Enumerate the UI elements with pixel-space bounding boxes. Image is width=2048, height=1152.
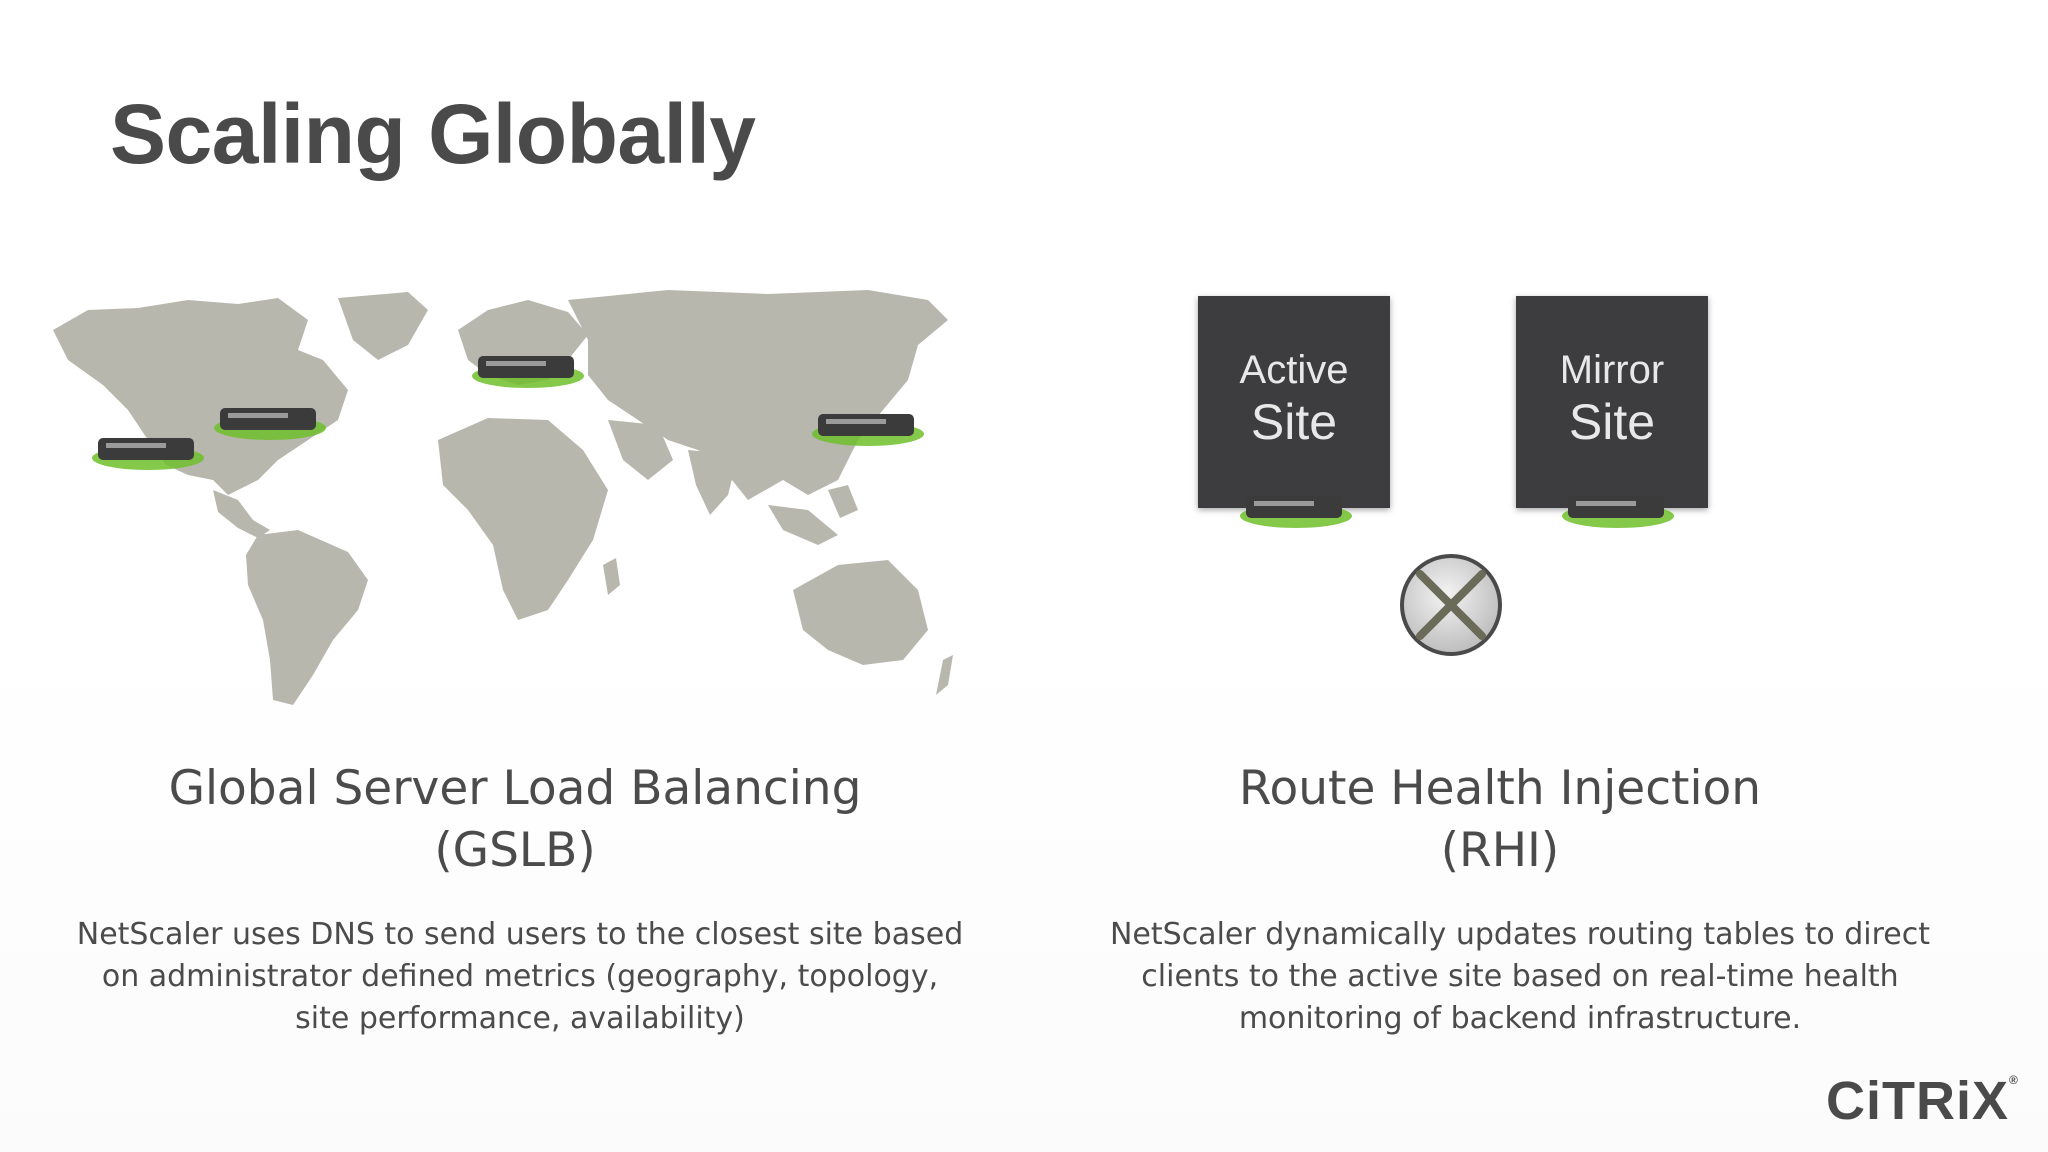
world-map — [48, 290, 958, 710]
active-site-box: Active Site — [1198, 296, 1390, 508]
appliance-icon-active-site — [1236, 486, 1356, 530]
active-site-label-line1: Active — [1239, 348, 1349, 392]
rhi-description: NetScaler dynamically updates routing ta… — [1060, 914, 1980, 1040]
slide-title: Scaling Globally — [110, 87, 756, 181]
appliance-icon-north-america-west — [88, 428, 208, 472]
mirror-site-label-line1: Mirror — [1559, 348, 1665, 392]
rhi-heading-line2: (RHI) — [1440, 823, 1560, 878]
x-circle-icon — [1398, 552, 1504, 658]
appliance-icon-north-america-east — [210, 398, 330, 442]
gslb-description-line3: site performance, availability) — [295, 1001, 745, 1036]
citrix-logo-mark: ® — [2009, 1073, 2019, 1087]
gslb-heading-line1: Global Server Load Balancing — [168, 761, 862, 816]
rhi-description-line1: NetScaler dynamically updates routing ta… — [1109, 917, 1930, 952]
gslb-description-line2: on administrator defined metrics (geogra… — [101, 959, 939, 994]
gslb-description: NetScaler uses DNS to send users to the … — [60, 914, 980, 1040]
gslb-description-line1: NetScaler uses DNS to send users to the … — [76, 917, 964, 952]
citrix-logo: CiTRiX® — [1826, 1074, 2019, 1128]
rhi-heading: Route Health Injection (RHI) — [1060, 758, 1940, 882]
mirror-site-box: Mirror Site — [1516, 296, 1708, 508]
appliance-icon-mirror-site — [1558, 486, 1678, 530]
active-site-label-line2: Site — [1250, 394, 1338, 450]
citrix-logo-text: CiTRiX — [1826, 1071, 2010, 1131]
rhi-heading-line1: Route Health Injection — [1238, 761, 1762, 816]
appliance-icon-europe — [468, 346, 588, 390]
appliance-icon-asia — [808, 404, 928, 448]
gslb-heading: Global Server Load Balancing (GSLB) — [100, 758, 930, 882]
gslb-heading-line2: (GSLB) — [434, 823, 596, 878]
rhi-description-line2: clients to the active site based on real… — [1141, 959, 1899, 994]
rhi-description-line3: monitoring of backend infrastructure. — [1238, 1001, 1802, 1036]
mirror-site-label-line2: Site — [1568, 394, 1656, 450]
